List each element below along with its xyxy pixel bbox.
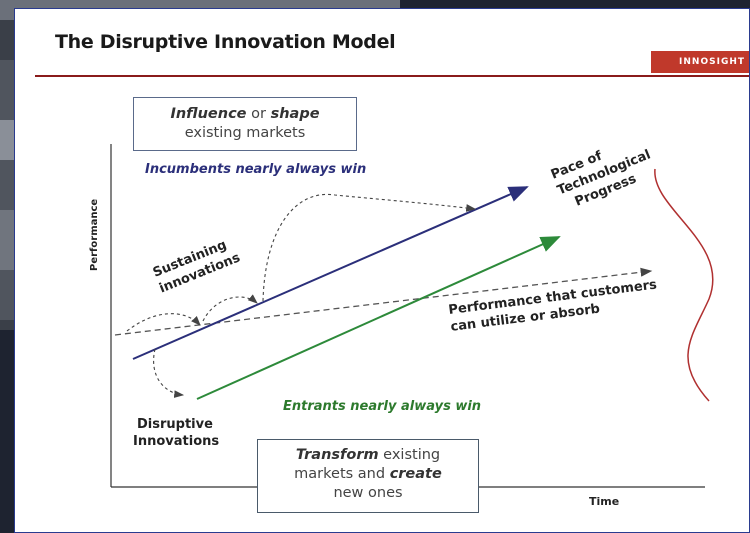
y-axis-label: Performance [89,199,100,271]
disruptive-label: Disruptive Innovations [133,417,220,449]
sustaining-arc-small [126,313,201,332]
sustaining-arc-large [262,193,477,302]
entrant-technology-line [196,236,561,400]
pace-label: Pace of Technological Progress [549,130,664,214]
slide: The Disruptive Innovation Model INNOSIGH… [14,8,750,533]
title-rule [35,75,749,77]
disruptive-arrow [153,348,185,398]
disruption-diagram: Sustaining innovations Pace of Technolog… [89,130,714,508]
customer-distribution-curve [654,168,714,402]
sustaining-arc-mid [202,294,258,322]
x-axis-label: Time [589,495,619,508]
sustaining-label: Sustaining innovations [151,235,243,297]
transform-box: Transform existing markets and create ne… [257,439,479,513]
innosight-logo: INNOSIGHT [651,51,749,73]
entrants-label: Entrants nearly always win [283,399,482,414]
slide-title: The Disruptive Innovation Model [55,31,396,53]
influence-box: Influence or shape existing markets [133,97,357,151]
incumbent-technology-line [132,186,529,360]
incumbents-label: Incumbents nearly always win [145,162,367,177]
customers-label: Performance that customers can utilize o… [448,277,665,335]
